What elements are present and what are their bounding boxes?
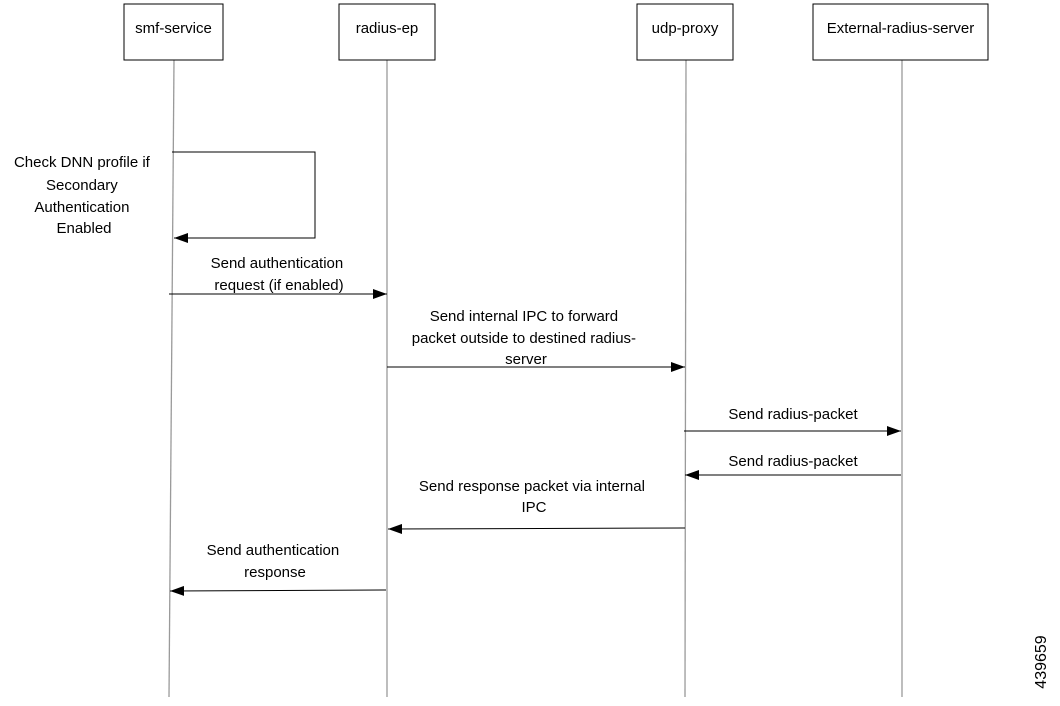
figure-id: 439659 (1033, 635, 1050, 688)
auth-response-arrow (169, 585, 387, 596)
actor-smf-service: smf-service (123, 3, 224, 61)
message-auth-response: Send authentication response (169, 542, 387, 596)
actor-label: udp-proxy (652, 20, 719, 37)
actor-radius-ep: radius-ep (338, 3, 436, 61)
actor-box (812, 3, 989, 61)
response-ipc-arrow (387, 523, 686, 534)
actor-box (123, 3, 224, 61)
radius-packet-out-label: Send radius-packet (728, 406, 858, 423)
radius-packet-in-label: Send radius-packet (728, 453, 858, 470)
actor-label: radius-ep (356, 20, 419, 37)
lifeline-smf-service (168, 59, 175, 698)
message-internal-ipc-forward: Send internal IPC to forward packet outs… (387, 308, 685, 372)
message-response-ipc: Send response packet via internal IPC (387, 478, 686, 534)
message-auth-request: Send authentication request (if enabled) (169, 255, 387, 299)
message-self-check: Check DNN profile if Secondary Authentic… (14, 151, 316, 243)
auth-response-label: Send authentication response (207, 542, 344, 581)
message-radius-packet-out: Send radius-packet (684, 406, 901, 436)
response-ipc-label: Send response packet via internal IPC (419, 478, 649, 516)
self-loop-arrow (172, 151, 316, 243)
actor-box (636, 3, 734, 61)
auth-request-label: Send authentication request (if enabled) (211, 255, 348, 294)
actor-box (338, 3, 436, 61)
lifeline-udp-proxy (684, 59, 687, 698)
actor-label: smf-service (135, 20, 212, 37)
internal-ipc-forward-label: Send internal IPC to forward packet outs… (412, 308, 640, 368)
actor-external-radius-server: External-radius-server (812, 3, 989, 61)
actor-label: External-radius-server (827, 20, 975, 37)
message-radius-packet-in: Send radius-packet (685, 453, 901, 480)
lifelines (168, 59, 903, 698)
actor-udp-proxy: udp-proxy (636, 3, 734, 61)
self-check-label: Check DNN profile if Secondary Authentic… (14, 154, 154, 237)
